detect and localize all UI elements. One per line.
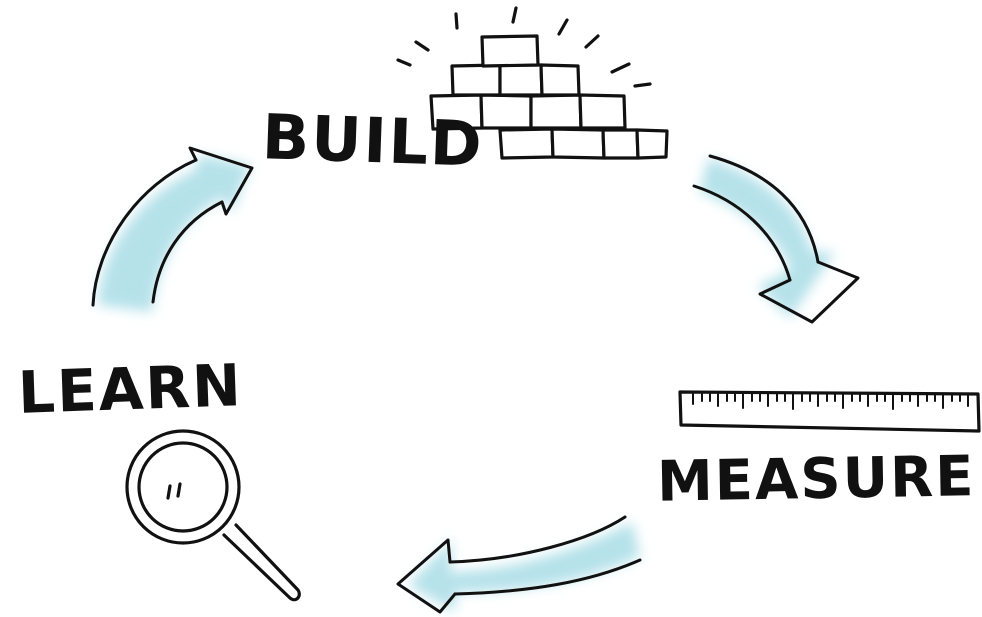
stage-label-measure: MEASURE [656,444,977,515]
stage-label-build: BUILD [260,100,485,181]
brick-pyramid-icon [396,6,669,160]
arrow-learn-to-build [91,146,254,312]
magnifying-glass-icon [125,429,301,602]
stage-label-learn: LEARN [16,351,244,427]
arrow-build-to-measure [692,154,860,324]
arrow-measure-to-learn [396,515,642,614]
ruler-icon [678,390,981,433]
